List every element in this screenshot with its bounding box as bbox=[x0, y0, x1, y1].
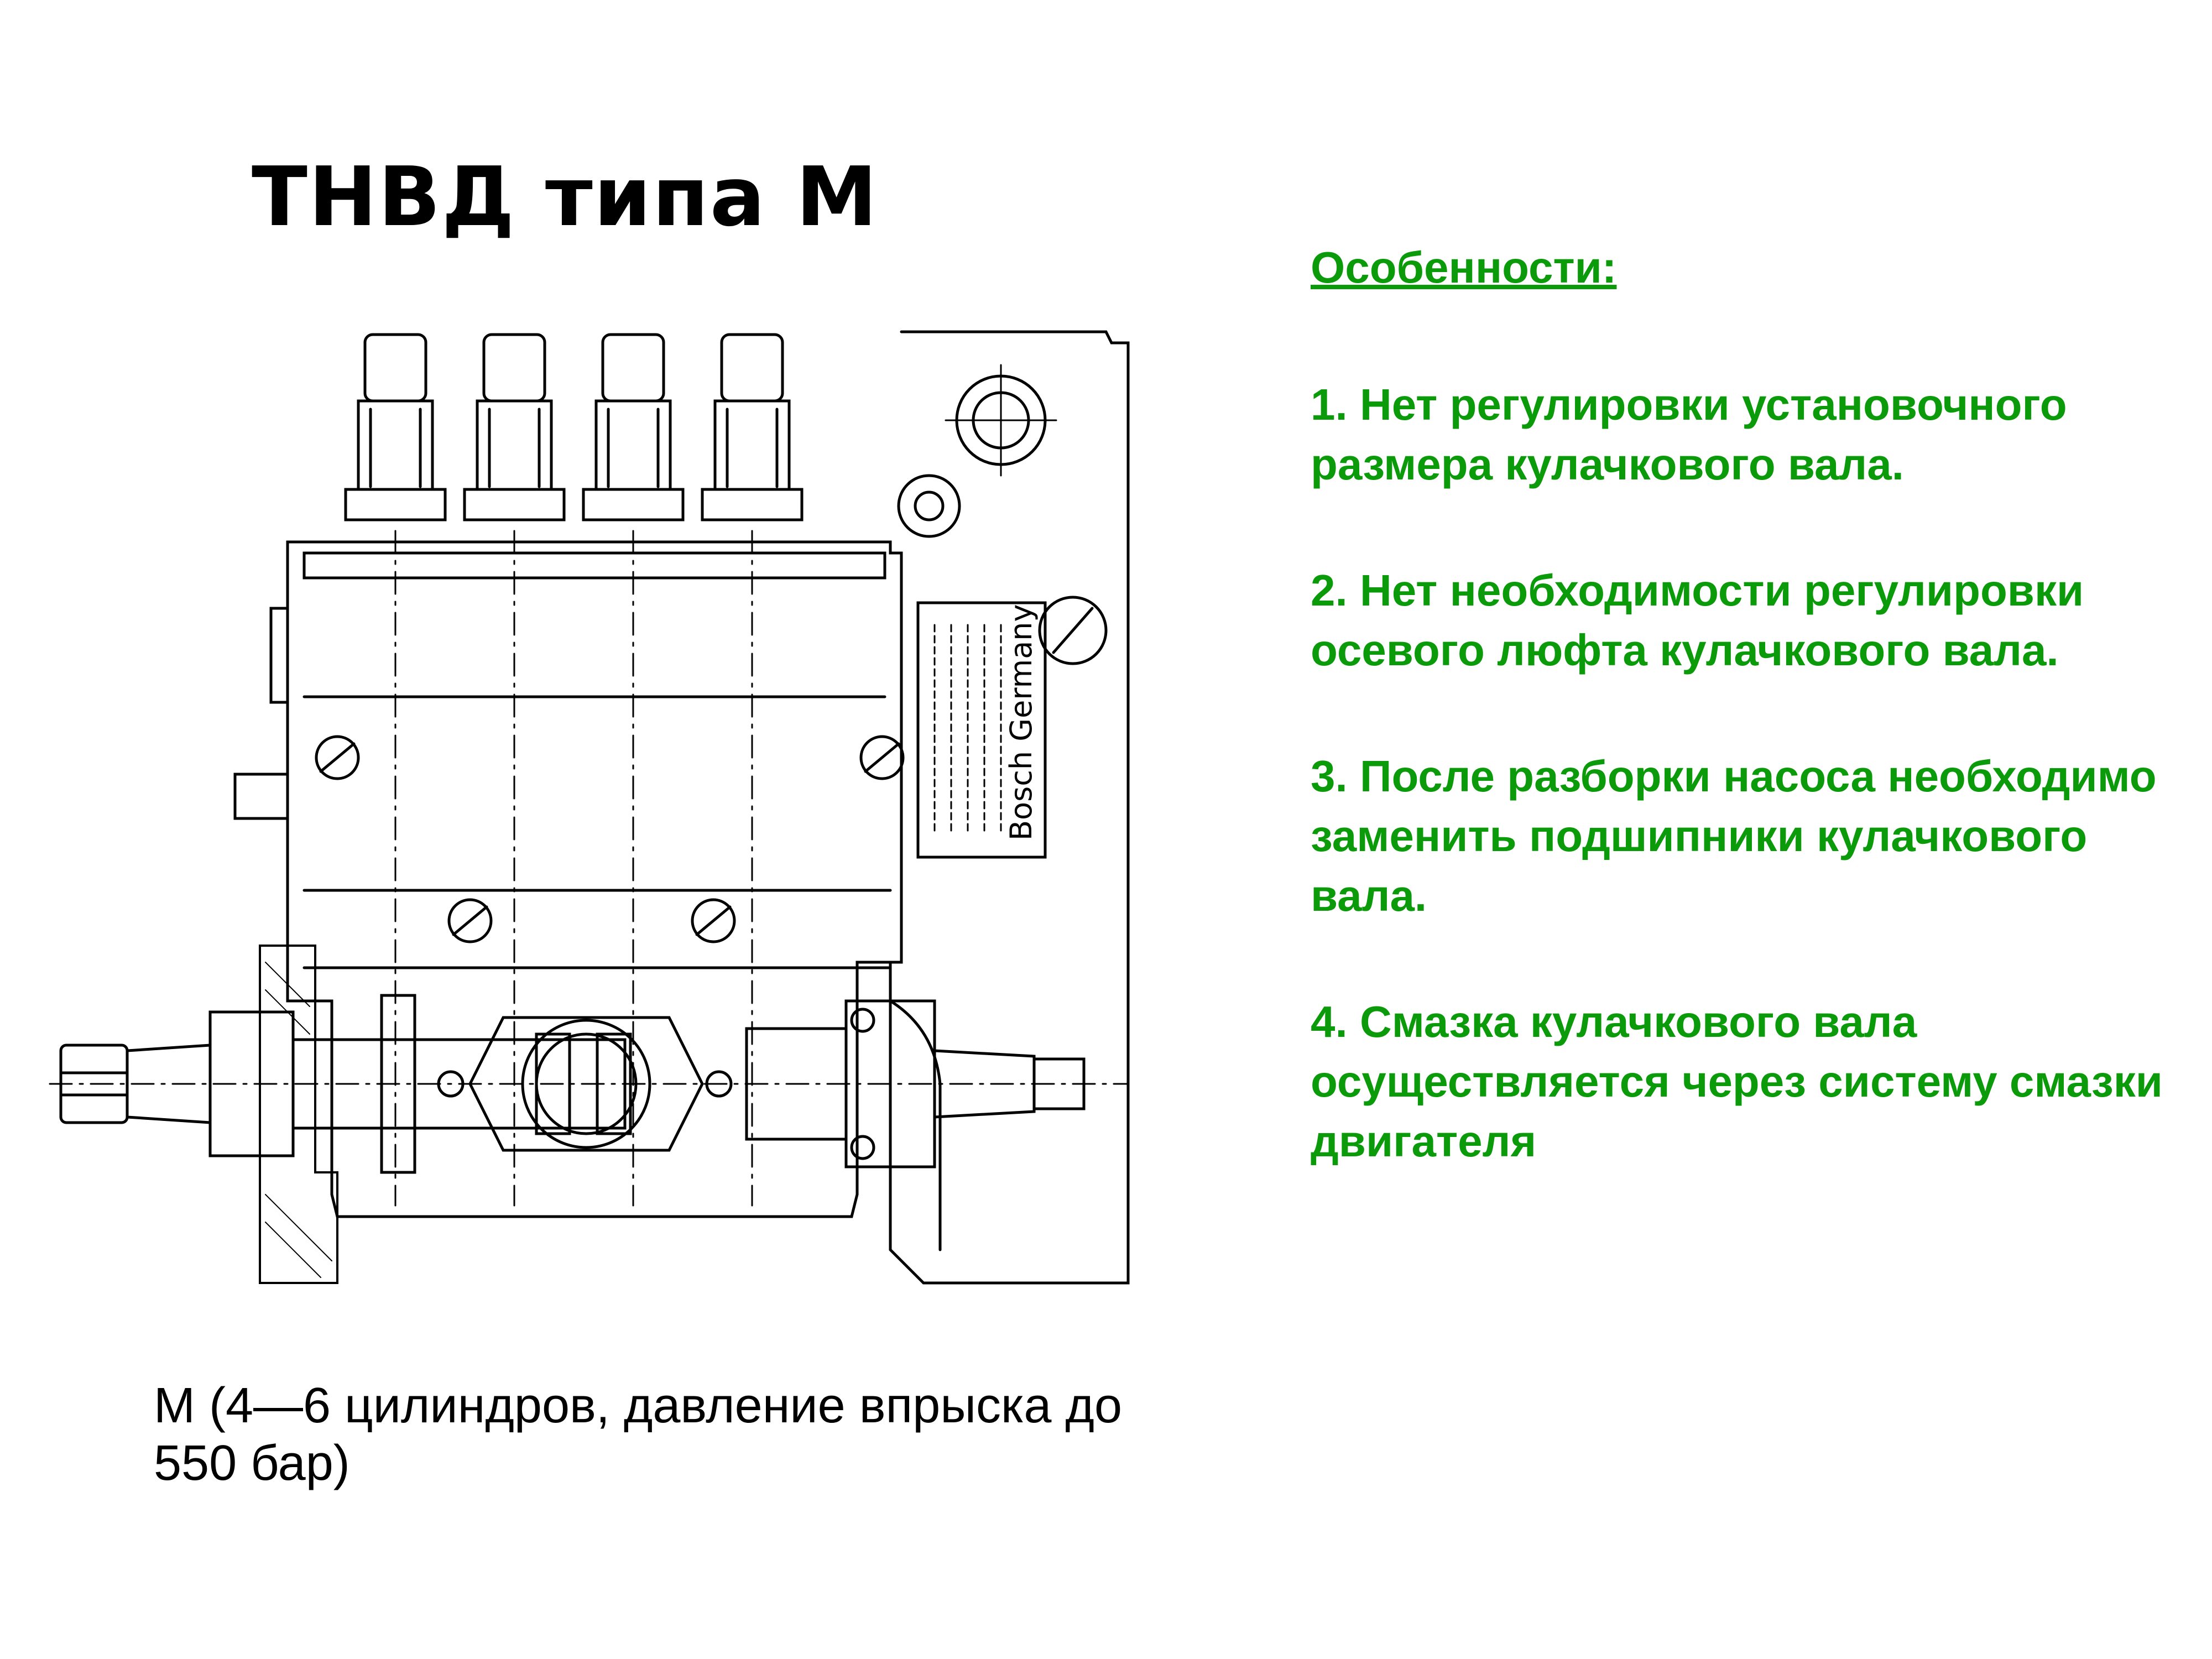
feature-item: 1. Нет регулировки установочного размера… bbox=[1311, 380, 2067, 489]
governor-housing: Bosch Germany bbox=[889, 330, 1130, 1285]
feature-item: 3. После разборки насоса необходимо заме… bbox=[1311, 752, 2157, 920]
pump-housing bbox=[233, 530, 905, 1218]
feature-item: 4. Смазка кулачкового вала осуществляетс… bbox=[1311, 997, 2163, 1166]
bosch-plate-text: Bosch Germany bbox=[1004, 604, 1039, 841]
valve-holders bbox=[344, 333, 804, 521]
camshaft bbox=[49, 945, 1129, 1284]
feature-item: 2. Нет необходимости регулировки осевого… bbox=[1311, 566, 2084, 675]
features-list: Особенности: 1. Нет регулировки установо… bbox=[1311, 238, 2173, 1238]
slide-caption: М (4—6 цилиндров, давление впрыска до 55… bbox=[154, 1378, 1123, 1491]
pump-cross-section-drawing: Bosch Germany bbox=[49, 330, 1130, 1285]
slide-title: ТНВД типа М bbox=[252, 149, 879, 244]
bosch-nameplate bbox=[916, 601, 1047, 859]
features-heading: Особенности: bbox=[1311, 243, 1617, 292]
